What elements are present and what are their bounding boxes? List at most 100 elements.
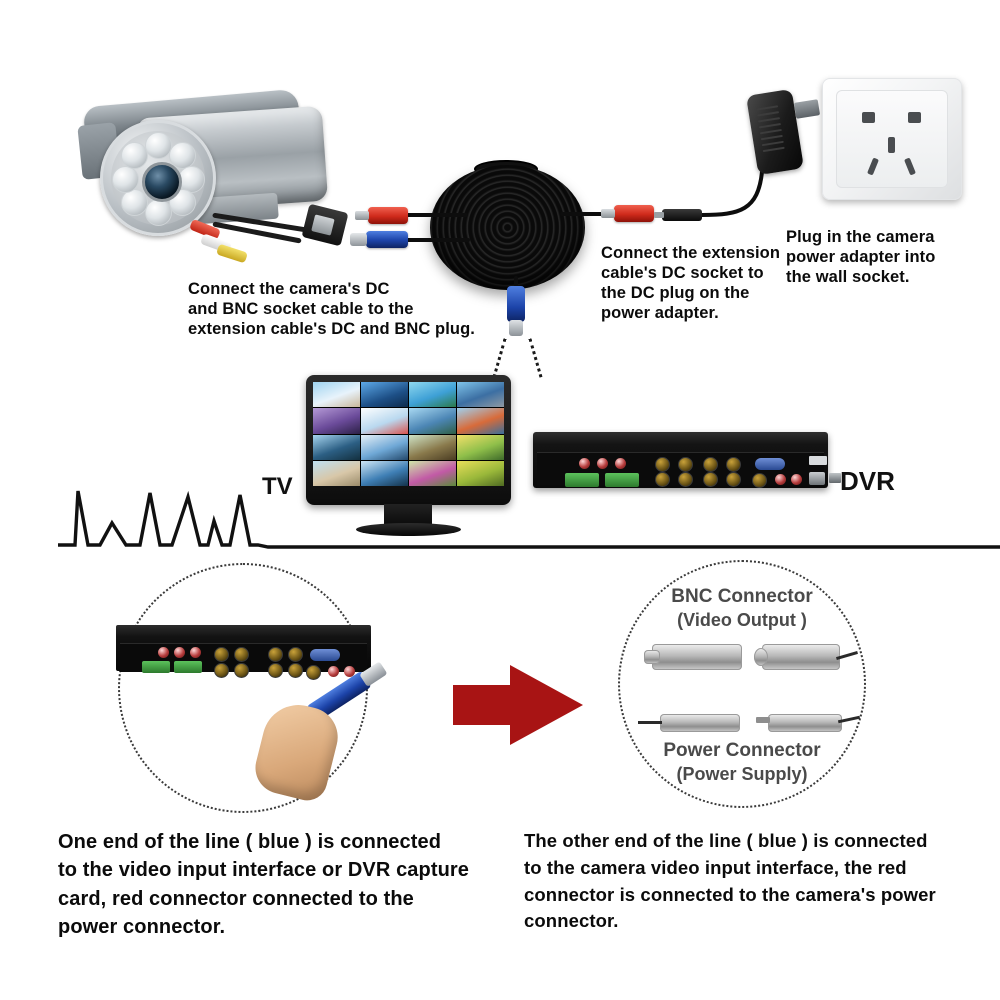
dvr-photo-bnc bbox=[288, 647, 303, 662]
zigzag-waveform bbox=[58, 490, 1000, 549]
caption-line: to the camera video input interface, the… bbox=[524, 856, 907, 878]
callout-line: cable's DC socket to bbox=[601, 264, 764, 283]
dotted-guide-left bbox=[492, 338, 507, 378]
wall-socket-inner-plate bbox=[836, 90, 948, 188]
callout-line: Connect the extension bbox=[601, 244, 781, 262]
dvr-label: DVR bbox=[840, 466, 895, 496]
adapter-callout-text: Plug in the camera power adapter into th… bbox=[786, 227, 986, 287]
dvr-photo-terminal bbox=[142, 661, 170, 673]
dvr-vga-port bbox=[755, 458, 785, 470]
wall-socket bbox=[822, 78, 962, 200]
camera-rca-plug-yellow bbox=[216, 243, 248, 264]
power-connector-subtitle: (Power Supply) bbox=[676, 764, 808, 784]
cable-bnc-plug-bottom bbox=[507, 286, 525, 336]
dvr-connection-photo-circle bbox=[116, 563, 372, 813]
cable-lead-right bbox=[560, 212, 622, 216]
callout-line: and BNC socket cable to the bbox=[188, 300, 414, 319]
dvr-lan-port bbox=[809, 472, 825, 485]
cctv-camera-image bbox=[62, 88, 352, 273]
right-bottom-caption: The other end of the line ( blue ) is co… bbox=[524, 828, 976, 935]
bnc-connector-title: BNC Connector bbox=[671, 586, 813, 607]
dvr-bnc-video-in bbox=[655, 472, 670, 487]
callout-line: power adapter into bbox=[786, 248, 936, 267]
callout-line: Connect the camera's DC bbox=[188, 280, 390, 298]
cable-lead-left-bnc bbox=[398, 238, 470, 242]
dvr-photo-bnc bbox=[234, 647, 249, 662]
ir-led bbox=[169, 142, 196, 169]
dvr-unit bbox=[533, 432, 841, 488]
caption-line: connector. bbox=[524, 910, 619, 932]
dvr-bnc-video-in bbox=[726, 457, 741, 472]
tv-monitor bbox=[306, 375, 511, 536]
camera-rj45-connector bbox=[301, 203, 349, 247]
tv-stand-foot bbox=[356, 523, 461, 536]
cable-dc-plug-left bbox=[355, 207, 408, 224]
bnc-male-connector bbox=[762, 644, 840, 670]
waveform-divider bbox=[58, 490, 1000, 549]
tv-screen-multiview bbox=[313, 382, 504, 486]
bnc-female-barrel bbox=[644, 650, 660, 664]
socket-hole-earth bbox=[888, 137, 895, 153]
caption-line: connector is connected to the camera's p… bbox=[524, 883, 936, 905]
dvr-photo-terminal bbox=[174, 661, 202, 673]
cable-lead-left-dc bbox=[398, 213, 468, 217]
dvr-photo-bnc bbox=[234, 663, 249, 678]
ir-led bbox=[145, 199, 172, 226]
dvr-photo-rca bbox=[174, 647, 185, 658]
power-female-lead-wire bbox=[638, 721, 662, 724]
ir-led bbox=[121, 189, 148, 216]
dvr-rs485-terminal-block bbox=[605, 473, 639, 487]
ir-led bbox=[121, 142, 148, 169]
bnc-male-tip bbox=[754, 648, 768, 666]
camera-callout-text: Connect the camera's DC and BNC socket c… bbox=[188, 279, 508, 339]
dvr-photo-audio-out bbox=[328, 666, 339, 677]
camera-lens-faceplate bbox=[111, 131, 205, 226]
callout-line: the wall socket. bbox=[786, 268, 910, 287]
caption-line: The other end of the line ( blue ) is co… bbox=[524, 830, 928, 851]
caption-line: card, red connector connected to the bbox=[58, 887, 414, 910]
tv-label: TV bbox=[262, 473, 293, 500]
adapter-dc-barrel-tip bbox=[654, 212, 664, 218]
dvr-photo-vga bbox=[310, 649, 340, 661]
power-male-pin bbox=[756, 717, 770, 723]
dvr-rca-audio-in bbox=[615, 458, 626, 469]
caption-line: to the video input interface or DVR capt… bbox=[58, 859, 470, 882]
socket-hole-flat-left bbox=[862, 112, 875, 123]
dvr-photo-bnc bbox=[268, 663, 283, 678]
dvr-photo-audio-out bbox=[344, 666, 355, 677]
callout-line: the DC plug on the bbox=[601, 284, 750, 303]
extension-cable-coil bbox=[430, 165, 585, 290]
dvr-usb-port bbox=[829, 473, 841, 483]
callout-line: extension cable's DC and BNC plug. bbox=[188, 320, 475, 339]
dvr-bnc-video-in bbox=[703, 472, 718, 487]
callout-line: power adapter. bbox=[601, 304, 719, 323]
dvr-rca-audio-in bbox=[579, 458, 590, 469]
dvr-bnc-video-out bbox=[752, 473, 767, 488]
cable-bnc-plug-left bbox=[350, 231, 408, 248]
bnc-connector-subtitle: (Video Output ) bbox=[677, 610, 807, 630]
red-right-arrow bbox=[453, 665, 583, 745]
dvr-rca-audio-out bbox=[775, 474, 786, 485]
dvr-bnc-video-in bbox=[655, 457, 670, 472]
dvr-photo-rca bbox=[158, 647, 169, 658]
ir-led bbox=[112, 166, 139, 193]
power-female-connector bbox=[660, 714, 740, 732]
dvr-photo-bnc bbox=[268, 647, 283, 662]
dvr-bnc-video-in bbox=[726, 472, 741, 487]
dvr-rear-panel bbox=[537, 452, 841, 488]
dvr-photo-bnc bbox=[214, 647, 229, 662]
dvr-bnc-video-in bbox=[678, 457, 693, 472]
dvr-photo-bnc bbox=[288, 663, 303, 678]
dotted-guide-right bbox=[528, 338, 543, 378]
tv-stand-neck bbox=[384, 504, 432, 526]
adapter-dc-barrel-plug bbox=[662, 209, 702, 221]
dvr-photo-bnc bbox=[214, 663, 229, 678]
dvr-alarm-terminal-block bbox=[565, 473, 599, 487]
dvr-bnc-video-in bbox=[703, 457, 718, 472]
socket-hole-flat-right bbox=[908, 112, 921, 123]
dvr-power-switch bbox=[809, 456, 827, 465]
caption-line: power connector. bbox=[58, 916, 226, 939]
camera-ir-led-ring bbox=[100, 120, 216, 236]
dvr-photo-video-out bbox=[306, 665, 321, 680]
